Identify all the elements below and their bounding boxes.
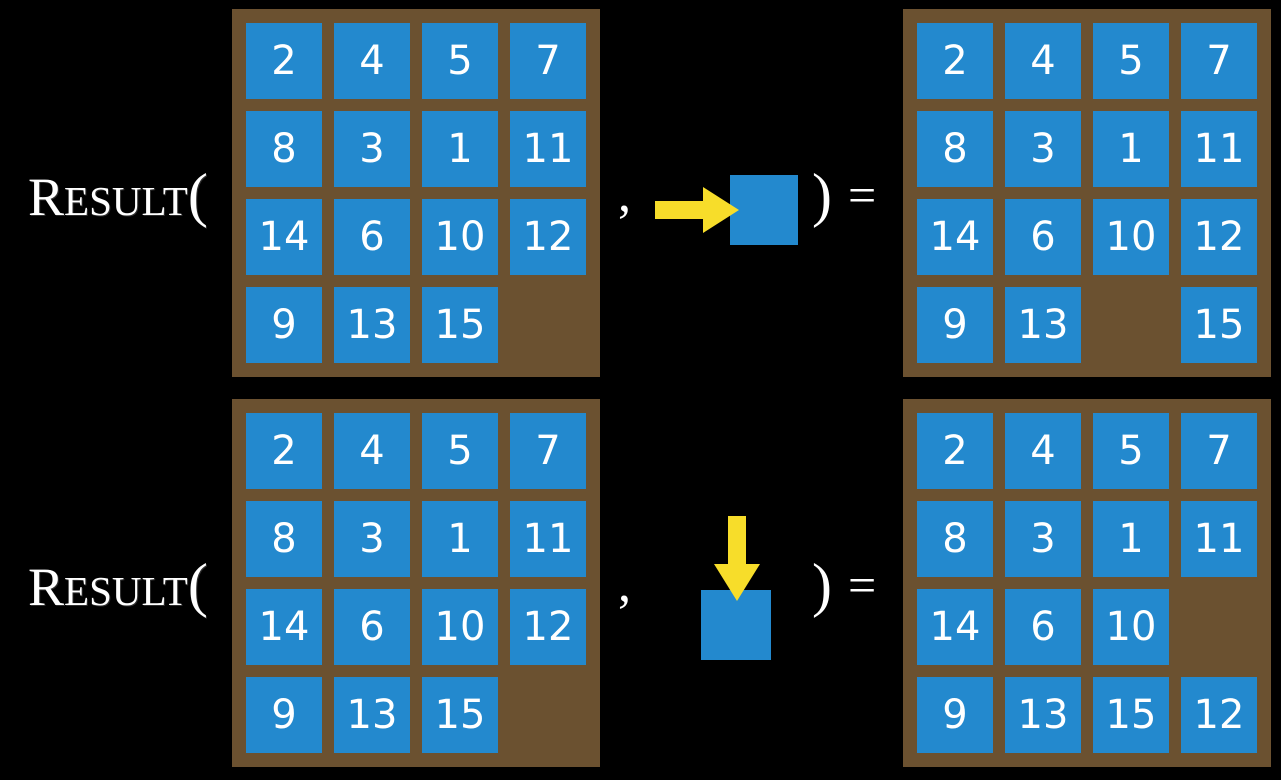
puzzle-tile[interactable]: 7 [1181, 413, 1257, 489]
puzzle-tile[interactable]: 15 [1181, 287, 1257, 363]
open-paren: ( [187, 162, 208, 228]
puzzle-tile[interactable]: 5 [1093, 23, 1169, 99]
puzzle-tile[interactable]: 6 [334, 199, 410, 275]
result-function-label: RESULT( [28, 165, 208, 225]
equals-sign: = [848, 557, 877, 613]
puzzle-tile[interactable]: 15 [1093, 677, 1169, 753]
puzzle-tile[interactable]: 11 [510, 111, 586, 187]
puzzle-tile[interactable]: 13 [334, 677, 410, 753]
puzzle-tile[interactable]: 10 [1093, 589, 1169, 665]
puzzle-tile[interactable]: 13 [1005, 287, 1081, 363]
puzzle-tile[interactable]: 3 [1005, 111, 1081, 187]
result-label-initial: R [28, 557, 65, 617]
puzzle-tile[interactable]: 10 [1093, 199, 1169, 275]
puzzle-tile[interactable]: 8 [917, 501, 993, 577]
puzzle-tile[interactable]: 7 [1181, 23, 1257, 99]
close-paren: ) [812, 552, 832, 618]
puzzle-tile[interactable]: 8 [246, 501, 322, 577]
close-paren: ) [812, 162, 832, 228]
puzzle-tile[interactable]: 10 [422, 199, 498, 275]
puzzle-tile[interactable]: 5 [422, 23, 498, 99]
puzzle-tile[interactable]: 4 [334, 23, 410, 99]
puzzle-tile[interactable]: 1 [1093, 501, 1169, 577]
puzzle-tile[interactable]: 3 [334, 501, 410, 577]
puzzle-tile[interactable]: 14 [917, 589, 993, 665]
puzzle-tile[interactable]: 7 [510, 413, 586, 489]
puzzle-tile[interactable]: 2 [917, 23, 993, 99]
open-paren: ( [187, 552, 208, 618]
puzzle-tile[interactable]: 9 [917, 677, 993, 753]
puzzle-tile[interactable]: 8 [246, 111, 322, 187]
puzzle-tile[interactable]: 2 [246, 23, 322, 99]
puzzle-tile[interactable]: 9 [246, 287, 322, 363]
puzzle-tile[interactable]: 2 [917, 413, 993, 489]
puzzle-tile[interactable]: 4 [1005, 23, 1081, 99]
puzzle-blank-cell [510, 677, 586, 753]
puzzle-tile[interactable]: 14 [917, 199, 993, 275]
puzzle-tile[interactable]: 12 [1181, 199, 1257, 275]
puzzle-tile[interactable]: 3 [1005, 501, 1081, 577]
argument-separator-comma: , [618, 556, 631, 613]
arrow-right-icon [655, 187, 739, 233]
puzzle-tile[interactable]: 11 [510, 501, 586, 577]
puzzle-tile[interactable]: 12 [1181, 677, 1257, 753]
puzzle-tile[interactable]: 13 [334, 287, 410, 363]
puzzle-tile[interactable]: 10 [422, 589, 498, 665]
puzzle-tile[interactable]: 12 [510, 589, 586, 665]
puzzle-tile[interactable]: 1 [422, 111, 498, 187]
puzzle-tile[interactable]: 9 [917, 287, 993, 363]
puzzle-tile[interactable]: 6 [1005, 589, 1081, 665]
result-function-label: RESULT( [28, 555, 208, 615]
argument-separator-comma: , [618, 166, 631, 223]
puzzle-tile[interactable]: 6 [1005, 199, 1081, 275]
result-label-rest: ESULT [64, 178, 188, 224]
result-label-rest: ESULT [64, 568, 188, 614]
puzzle-tile[interactable]: 15 [422, 677, 498, 753]
equals-sign: = [848, 167, 877, 223]
puzzle-tile[interactable]: 4 [1005, 413, 1081, 489]
puzzle-tile[interactable]: 4 [334, 413, 410, 489]
puzzle-tile[interactable]: 8 [917, 111, 993, 187]
puzzle-tile[interactable]: 3 [334, 111, 410, 187]
puzzle-tile[interactable]: 1 [422, 501, 498, 577]
result-label-initial: R [28, 167, 65, 227]
puzzle-tile[interactable]: 11 [1181, 111, 1257, 187]
puzzle-tile[interactable]: 5 [1093, 413, 1169, 489]
puzzle-tile[interactable]: 14 [246, 199, 322, 275]
puzzle-tile[interactable]: 1 [1093, 111, 1169, 187]
action-tile-down [701, 590, 771, 660]
puzzle-tile[interactable]: 6 [334, 589, 410, 665]
puzzle-tile[interactable]: 11 [1181, 501, 1257, 577]
puzzle-tile[interactable]: 14 [246, 589, 322, 665]
puzzle-blank-cell [1181, 589, 1257, 665]
puzzle-tile[interactable]: 12 [510, 199, 586, 275]
puzzle-tile[interactable]: 5 [422, 413, 498, 489]
puzzle-tile[interactable]: 2 [246, 413, 322, 489]
action-tile-right [730, 175, 798, 245]
puzzle-tile[interactable]: 13 [1005, 677, 1081, 753]
puzzle-tile[interactable]: 15 [422, 287, 498, 363]
puzzle-blank-cell [1093, 287, 1169, 363]
arrow-down-icon [714, 516, 760, 601]
puzzle-blank-cell [510, 287, 586, 363]
puzzle-tile[interactable]: 7 [510, 23, 586, 99]
puzzle-tile[interactable]: 9 [246, 677, 322, 753]
